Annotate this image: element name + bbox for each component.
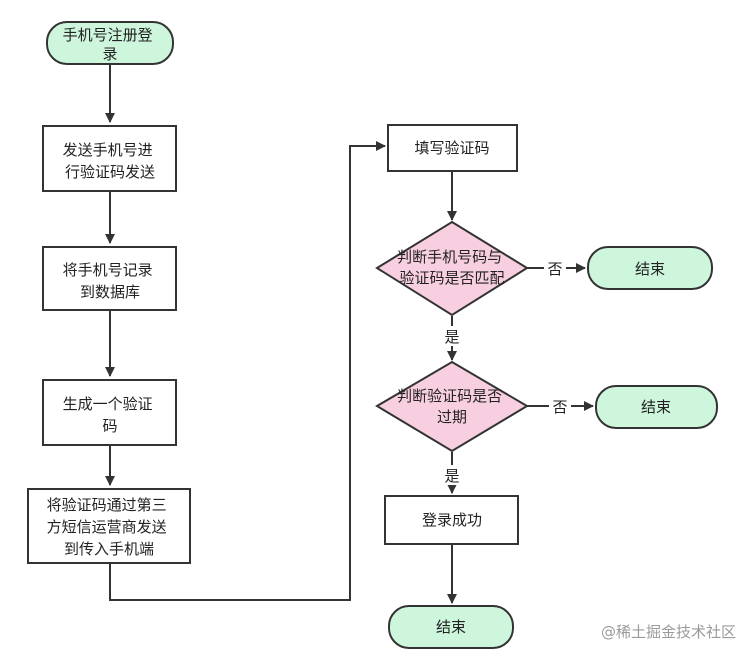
node-end-3: 结束 (388, 605, 514, 649)
node-end-2-line-1: 结束 (641, 398, 671, 416)
node-save-db: 将手机号记录 到数据库 (42, 246, 177, 311)
node-check-expire-line-1: 判断验证码是否 (397, 387, 502, 405)
svg-text:手机号注册登 录: 手机号注册登 录 (63, 26, 158, 63)
edge-label-no-1: 否 (547, 260, 562, 278)
svg-text:结束: 结束 (436, 618, 466, 636)
node-start-line-2: 录 (102, 45, 117, 63)
node-deliver: 将验证码通过第三 方短信运营商发送 到传入手机端 (27, 488, 191, 564)
svg-text:结束: 结束 (635, 260, 665, 278)
node-check-match-line-1: 判断手机号码与 (397, 248, 502, 266)
node-end-1-line-1: 结束 (635, 260, 665, 278)
svg-text:登录成功: 登录成功 (422, 511, 482, 529)
node-end-2: 结束 (595, 385, 718, 429)
node-save-db-line-2: 到数据库 (80, 283, 140, 301)
svg-text:将验证码通过第三 方短信运营商发送: 将验证码通过第三 方短信运营商发送 到传入手机端 (47, 496, 172, 558)
node-start: 手机号注册登 录 (46, 21, 174, 65)
node-deliver-line-3: 到传入手机端 (64, 540, 154, 558)
node-login-ok-line-1: 登录成功 (422, 511, 482, 529)
edge-deliver-to-fill (109, 141, 386, 601)
node-end-1: 结束 (587, 246, 713, 290)
node-fill-code-line-1: 填写验证码 (414, 139, 489, 157)
node-check-match: 判断手机号码与 验证码是否匹配 (375, 220, 529, 317)
node-check-expire-line-2: 过期 (437, 408, 467, 426)
node-login-ok: 登录成功 (384, 495, 519, 545)
edge-label-no-2: 否 (552, 398, 567, 416)
node-save-db-line-1: 将手机号记录 (63, 261, 153, 279)
svg-text:结束: 结束 (641, 398, 671, 416)
node-fill-code: 填写验证码 (387, 124, 518, 172)
node-deliver-line-2: 方短信运营商发送 (47, 518, 167, 536)
edge-label-yes-2: 是 (444, 467, 459, 485)
svg-text:填写验证码: 填写验证码 (414, 139, 489, 157)
node-gen-code-line-1: 生成一个验证 (63, 395, 153, 413)
node-send-code-line-1: 发送手机号进 (63, 141, 153, 159)
svg-text:将手机号记录 到数据库: 将手机号记录 到数据库 (63, 261, 158, 301)
node-gen-code: 生成一个验证 码 (42, 379, 177, 446)
node-check-expire: 判断验证码是否 过期 (375, 360, 529, 453)
svg-text:发送手机号进 行验证码发送: 发送手机号进 行验证码发送 (63, 141, 158, 181)
node-gen-code-line-2: 码 (102, 417, 117, 435)
watermark: @稀土掘金技术社区 (601, 623, 736, 641)
svg-text:生成一个验证 码: 生成一个验证 码 (63, 395, 158, 435)
node-send-code-line-2: 行验证码发送 (65, 163, 155, 181)
node-deliver-line-1: 将验证码通过第三 (47, 496, 167, 514)
svg-text:判断手机号码与 验证码是否匹配: 判断手机号码与 验证码是否匹配 (397, 248, 507, 287)
node-check-match-line-2: 验证码是否匹配 (399, 269, 504, 287)
node-start-line-1: 手机号注册登 (63, 26, 153, 44)
edge-label-yes-1: 是 (444, 328, 459, 346)
node-end-3-line-1: 结束 (436, 618, 466, 636)
svg-text:判断验证码是否 过期: 判断验证码是否 过期 (397, 387, 507, 426)
edge-labels: 否 是 否 是 (441, 258, 571, 485)
node-send-code: 发送手机号进 行验证码发送 (42, 125, 177, 192)
